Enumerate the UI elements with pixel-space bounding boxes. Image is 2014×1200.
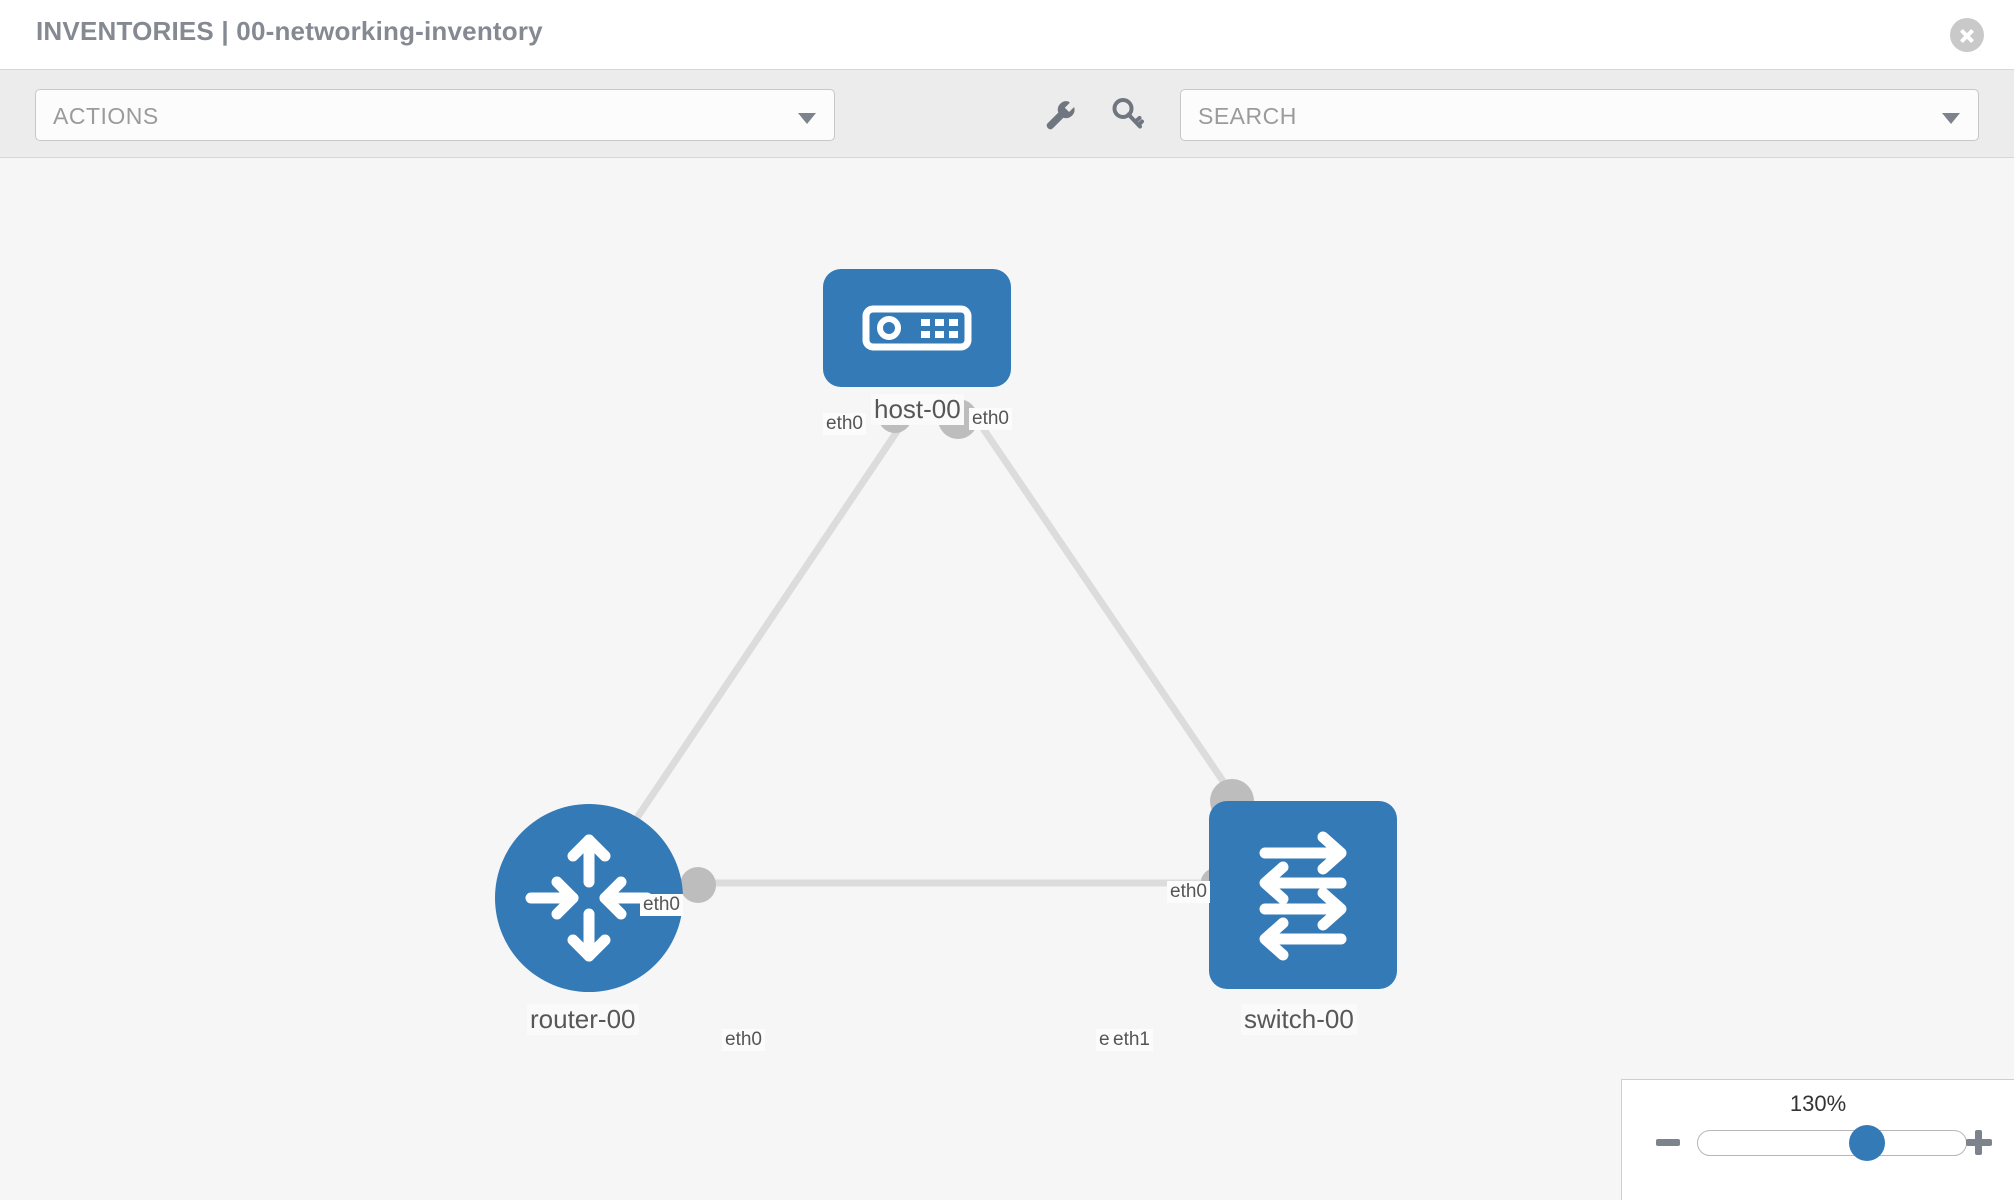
- stub-router-right[interactable]: [680, 867, 716, 903]
- iface-label-host-right: eth0: [969, 408, 1012, 430]
- iface-label-router-up: eth0: [640, 894, 683, 916]
- zoom-out-button[interactable]: [1654, 1128, 1684, 1158]
- node-host-00[interactable]: [823, 269, 1011, 387]
- key-icon[interactable]: [1104, 92, 1150, 138]
- node-switch-00[interactable]: [1209, 801, 1397, 989]
- router-icon: [525, 834, 653, 962]
- topology-canvas[interactable]: host-00 eth0 eth0 router-00 eth0 eth0: [0, 159, 2014, 1200]
- actions-dropdown[interactable]: ACTIONS: [35, 89, 835, 141]
- page-header: INVENTORIES | 00-networking-inventory: [0, 0, 2014, 70]
- page-title: INVENTORIES | 00-networking-inventory: [36, 16, 543, 46]
- link-host-switch[interactable]: [975, 419, 1245, 811]
- zoom-level-label: 130%: [1789, 1091, 1847, 1116]
- node-label-router-00: router-00: [527, 1004, 639, 1035]
- zoom-slider[interactable]: [1697, 1125, 1967, 1161]
- chevron-down-icon: [798, 113, 816, 124]
- wrench-icon[interactable]: [1037, 92, 1083, 138]
- zoom-control-panel: 130%: [1621, 1079, 2014, 1200]
- node-label-host-00: host-00: [871, 394, 964, 425]
- toolbar: ACTIONS SEARCH: [0, 70, 2014, 158]
- iface-label-switch-left: eth1: [1110, 1029, 1153, 1051]
- actions-dropdown-label: ACTIONS: [53, 103, 159, 129]
- server-icon: [862, 305, 972, 351]
- iface-label-router-right: eth0: [722, 1029, 765, 1051]
- topology-links: [613, 419, 1245, 887]
- zoom-slider-thumb[interactable]: [1848, 1125, 1885, 1161]
- close-icon[interactable]: [1950, 18, 1984, 52]
- switch-icon: [1259, 831, 1347, 961]
- node-label-switch-00: switch-00: [1241, 1004, 1357, 1035]
- search-placeholder: SEARCH: [1198, 103, 1297, 129]
- search-chevron-down-icon[interactable]: [1942, 113, 1960, 124]
- link-host-router[interactable]: [613, 419, 907, 851]
- iface-label-host-left: eth0: [823, 413, 866, 435]
- iface-label-switch-up: eth0: [1167, 881, 1210, 903]
- zoom-in-button[interactable]: [1964, 1128, 1994, 1158]
- search-input[interactable]: SEARCH: [1180, 89, 1979, 141]
